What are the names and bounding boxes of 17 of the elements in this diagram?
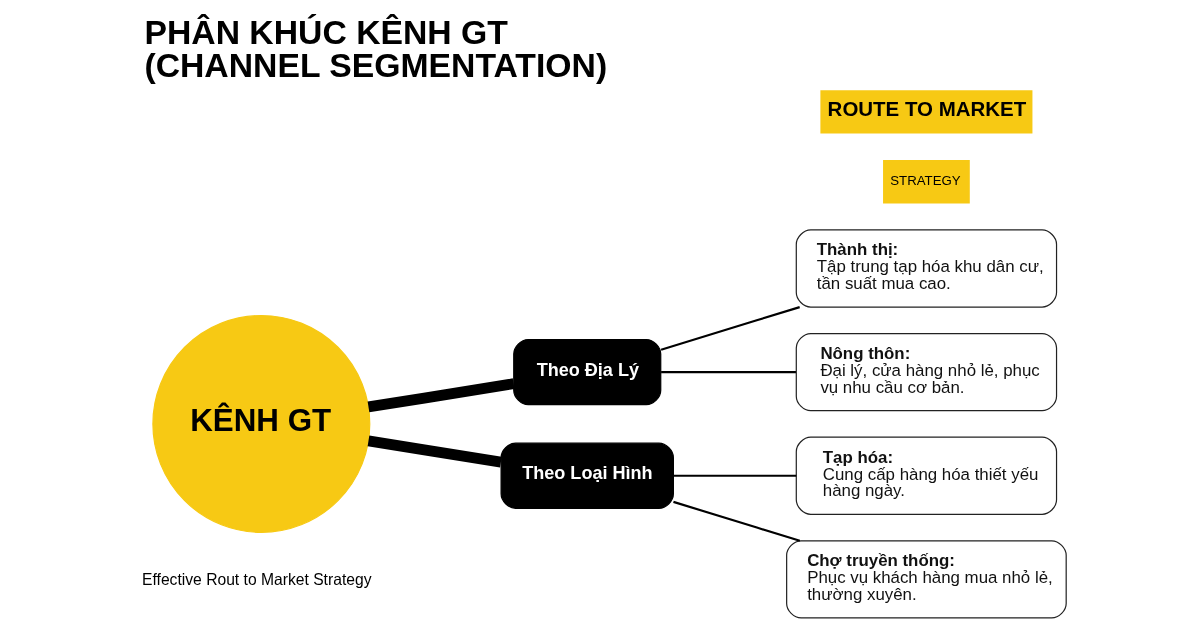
connector	[367, 435, 502, 468]
diagram-title: PHÂN KHÚC KÊNH GT (CHANNEL SEGMENTATION)	[144, 12, 608, 85]
node-box: Tạp hóa: Cung cấp hàng hóa thiết yếu hàng ngày.	[795, 436, 1058, 515]
node-circle: KÊNH GT	[152, 314, 371, 533]
label: Effective Rout to Market Strategy	[142, 570, 372, 588]
label: ROUTE TO MARKET	[827, 96, 1027, 120]
label: STRATEGY	[890, 173, 961, 189]
node-box: Chợ truyền thống: Phục vụ khách hàng mua nhỏ lẻ, thường xuyên.	[786, 540, 1067, 619]
connector	[673, 500, 801, 542]
node-box: Theo Địa Lý	[513, 339, 662, 406]
connector	[367, 378, 515, 413]
node-box: Nông thôn: Đại lý, cửa hàng nhỏ lẻ, phục vụ nhu cầu cơ bản.	[795, 332, 1058, 412]
connector	[673, 474, 797, 477]
node-box: Thành thị: Tập trung tạp hóa khu dân cư, tần suất mua cao.	[795, 229, 1058, 308]
node-box: Theo Loại Hình	[500, 442, 674, 509]
connector	[660, 306, 800, 351]
connector	[661, 371, 796, 374]
